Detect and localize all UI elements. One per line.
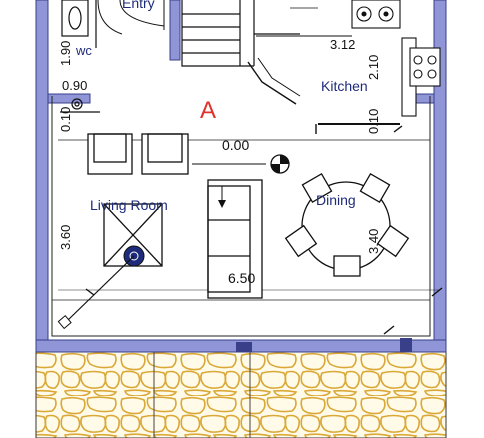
dining-chair	[284, 224, 318, 258]
floor-drain	[71, 98, 83, 110]
toilet	[68, 6, 82, 30]
section-letter: A	[200, 97, 216, 124]
dining-chair	[376, 224, 410, 258]
dim-dining-height: 3.40	[366, 229, 381, 254]
dim-kitchen-width: 3.12	[330, 37, 355, 52]
paving-area	[35, 351, 447, 438]
dim-wc-height: 1.90	[58, 41, 73, 66]
left-wall	[35, 0, 49, 353]
dim-kitchen-height: 2.10	[366, 55, 381, 80]
dining-chair	[301, 172, 333, 204]
walls	[35, 0, 447, 353]
dim-floor-level: 0.00	[222, 137, 249, 153]
dining-chair	[333, 255, 361, 277]
room-label-living-room: Living Room	[90, 197, 168, 213]
armchair	[141, 133, 189, 175]
wc-fixtures	[60, 0, 123, 113]
dim-wc-width: 0.90	[62, 78, 87, 93]
wall-pillar	[236, 342, 252, 352]
stove	[409, 47, 441, 87]
entry-door-swing	[119, 0, 165, 27]
wall-pillar	[400, 338, 412, 352]
living-furniture	[87, 133, 263, 299]
room-label-entry: Entry	[122, 0, 155, 11]
room-label-kitchen: Kitchen	[321, 78, 368, 94]
sofa	[207, 179, 263, 299]
room-label-dining: Dining	[316, 192, 356, 208]
dim-small-left: 0.10	[58, 107, 73, 132]
room-label-wc: wc	[75, 43, 92, 58]
dining-chair	[359, 172, 391, 204]
wc-wall	[47, 93, 91, 104]
dining-set	[284, 172, 410, 277]
kitchen-sink	[351, 0, 401, 29]
floor-level-marker	[192, 154, 290, 208]
stairs	[181, 0, 318, 105]
entry-wall	[169, 0, 181, 61]
tick-marks	[85, 125, 443, 335]
dim-living-width: 6.50	[228, 270, 255, 286]
dim-kitchen-small: 0.10	[366, 109, 381, 134]
kitchen-fixtures	[256, 0, 441, 134]
dim-living-height: 3.60	[58, 225, 73, 250]
stove-symbol	[57, 245, 145, 330]
